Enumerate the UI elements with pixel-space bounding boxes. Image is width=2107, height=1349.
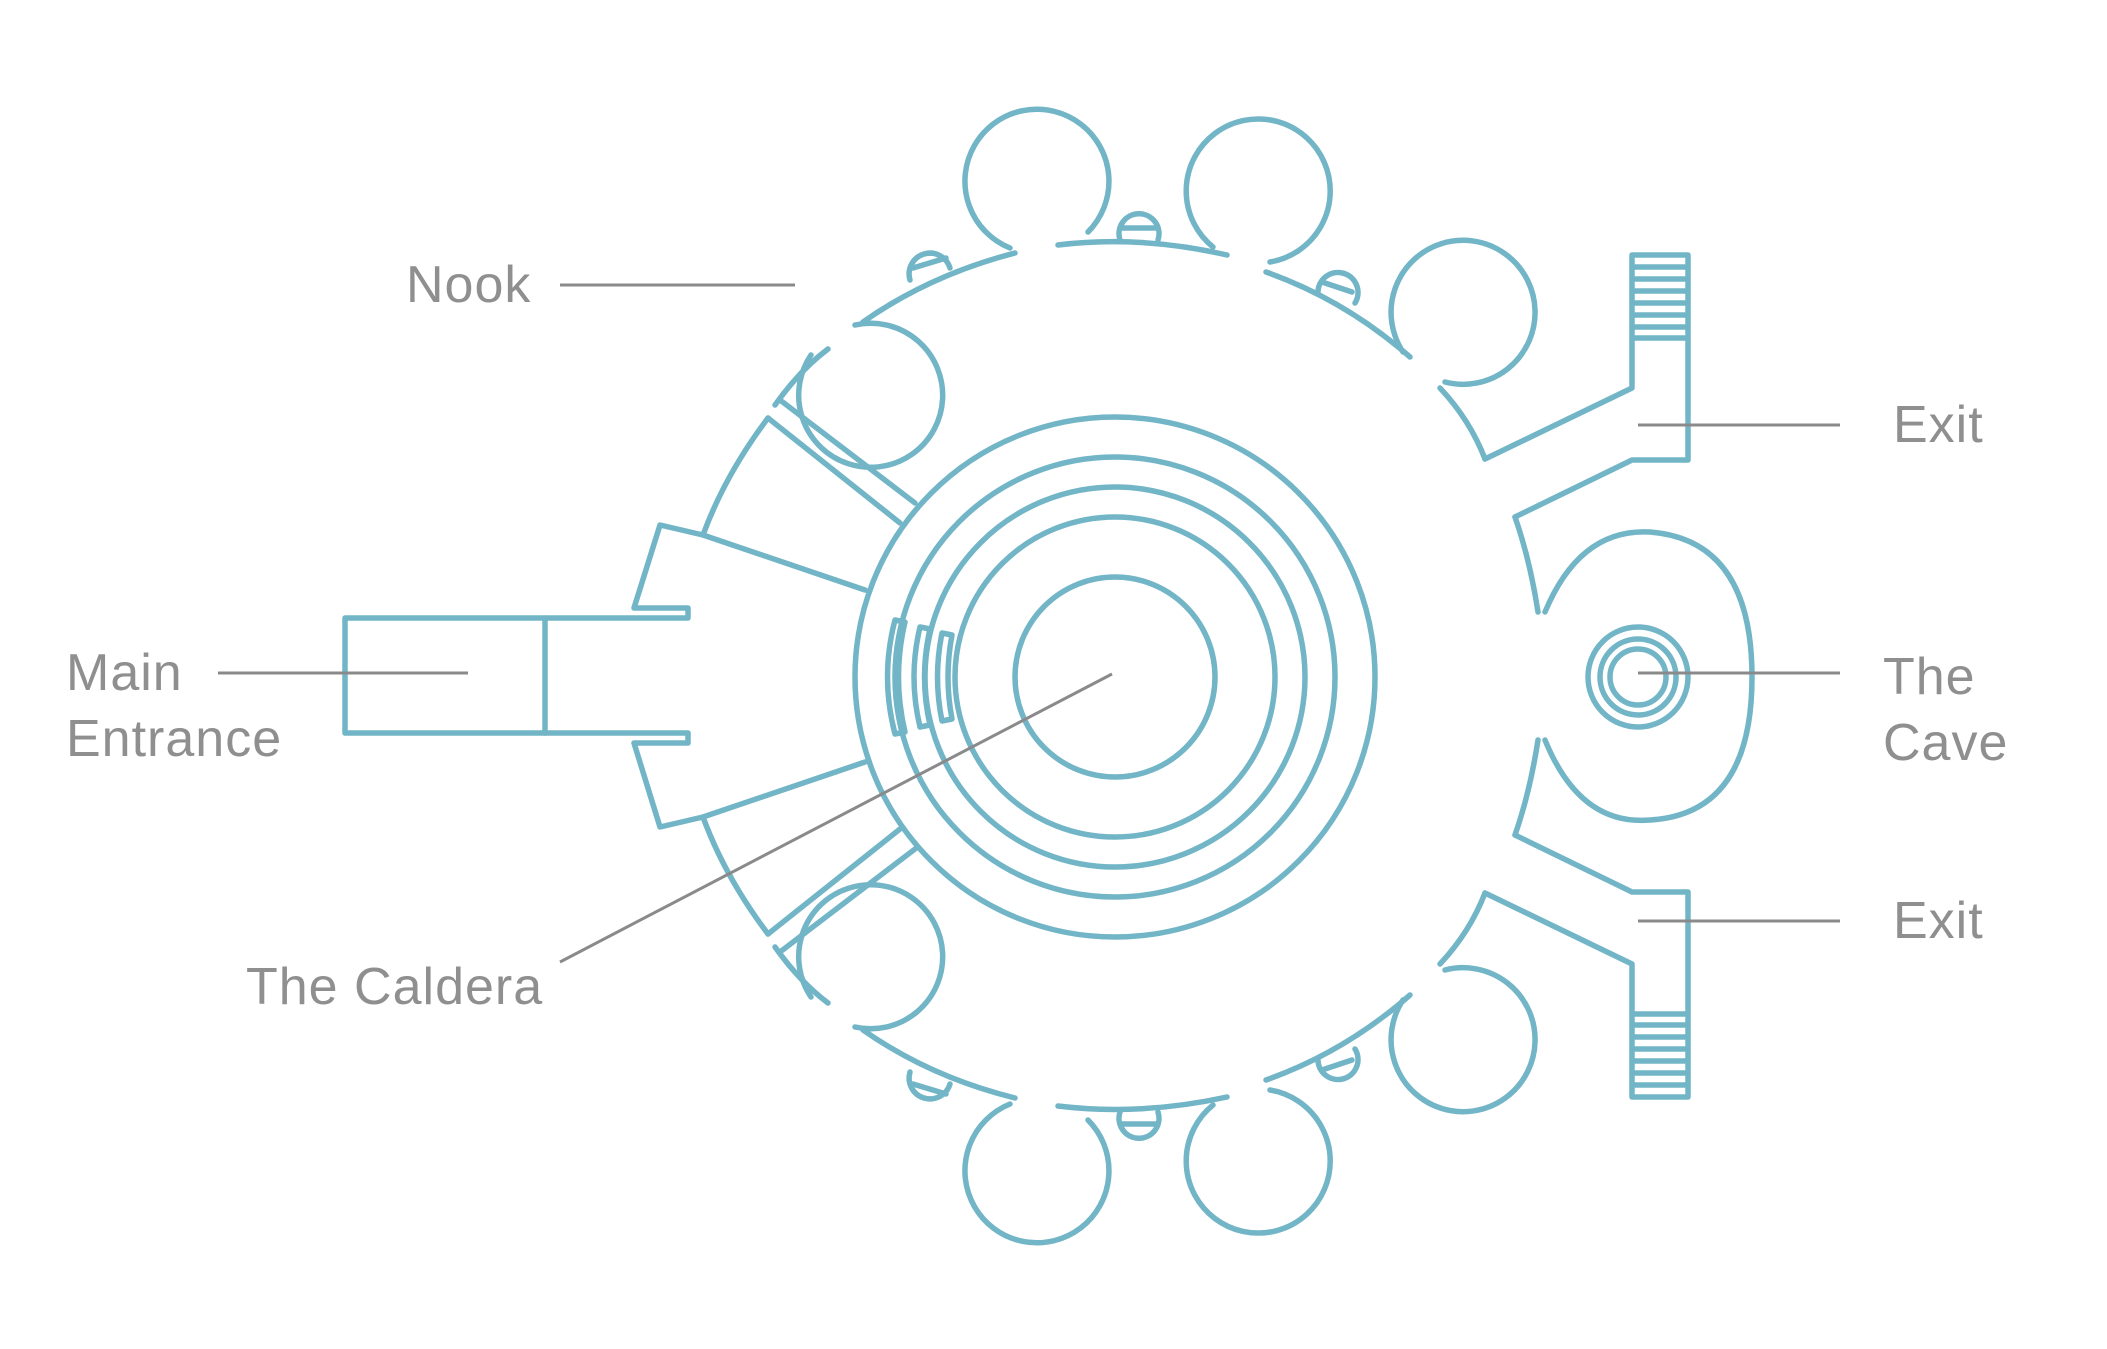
cave-outline xyxy=(1542,529,1755,824)
cave-ring-middle xyxy=(1597,636,1679,718)
wall-bottom-2 xyxy=(1055,1094,1230,1113)
corridor-upper-c xyxy=(700,532,868,593)
caldera-steps xyxy=(884,617,955,737)
wall-right-lower xyxy=(1437,890,1488,967)
outer-wall xyxy=(700,238,1541,1113)
leader-the-caldera xyxy=(559,672,1113,964)
the-cave xyxy=(1542,529,1755,824)
bump-bottom-1 xyxy=(906,1069,953,1102)
caldera-center xyxy=(1012,574,1218,780)
wall-bottom-3 xyxy=(1263,992,1413,1083)
nook-top-2 xyxy=(962,106,1112,251)
main-entrance xyxy=(342,522,706,830)
wall-cave-upper xyxy=(1512,514,1541,615)
nook-top-1 xyxy=(795,320,946,470)
label-nook: Nook xyxy=(406,256,531,314)
main-entrance-outline xyxy=(342,522,706,830)
caldera-outer-ring xyxy=(852,414,1378,940)
nook-bottom-3 xyxy=(1183,1087,1333,1236)
label-the-cave-line1: The xyxy=(1883,648,1976,706)
nook-bottom-1 xyxy=(795,882,946,1032)
bump-bottom-3 xyxy=(1315,1046,1361,1083)
leader-lines xyxy=(218,283,1840,964)
caldera-step-1 xyxy=(884,617,908,737)
cave-ring-outer xyxy=(1585,624,1691,730)
wall-right-upper xyxy=(1437,385,1488,462)
nooks-bottom xyxy=(795,882,1538,1246)
wall-top-2 xyxy=(1055,238,1230,258)
wall-cave-lower xyxy=(1512,737,1541,838)
caldera-ring-4 xyxy=(952,514,1278,840)
exit-top-outline xyxy=(1482,252,1691,520)
caldera-ring-2 xyxy=(892,454,1338,900)
label-the-caldera: The Caldera xyxy=(246,958,543,1016)
bump-top-2 xyxy=(1116,211,1162,243)
caldera-step-3 xyxy=(934,630,955,724)
corridor-upper-b xyxy=(765,415,903,526)
bump-bottom-2 xyxy=(1116,1109,1162,1141)
nooks-top xyxy=(795,106,1538,470)
corridor-lower-b xyxy=(765,826,903,937)
exit-bottom xyxy=(1482,832,1691,1100)
caldera-rings xyxy=(852,414,1378,940)
cave-ring-inner xyxy=(1607,646,1669,708)
label-exit-bottom: Exit xyxy=(1893,892,1984,950)
wall-bottom-1 xyxy=(860,1027,1018,1101)
caldera-ring-3 xyxy=(922,484,1308,870)
label-the-cave-line2: Cave xyxy=(1883,714,2008,772)
nook-bottom-4 xyxy=(1388,964,1538,1115)
bump-top-3 xyxy=(1315,269,1361,306)
nook-top-4 xyxy=(1388,237,1538,388)
corridor-lower-c xyxy=(700,759,868,820)
labels: Nook Main Entrance The Caldera Exit The … xyxy=(66,256,2008,1016)
bump-top-1 xyxy=(906,250,953,283)
wall-top-1 xyxy=(860,250,1018,325)
caldera-step-2 xyxy=(911,624,933,730)
nook-top-3 xyxy=(1183,116,1333,265)
label-main-entrance-line1: Main xyxy=(66,644,183,702)
wall-left-upper-2 xyxy=(700,415,771,538)
wall-top-3 xyxy=(1263,269,1413,360)
nook-bottom-2 xyxy=(962,1101,1112,1246)
exit-top xyxy=(1482,252,1691,520)
label-main-entrance-line2: Entrance xyxy=(66,710,282,768)
label-exit-top: Exit xyxy=(1893,396,1984,454)
exit-bottom-outline xyxy=(1482,832,1691,1100)
wall-left-lower-2 xyxy=(700,814,771,937)
